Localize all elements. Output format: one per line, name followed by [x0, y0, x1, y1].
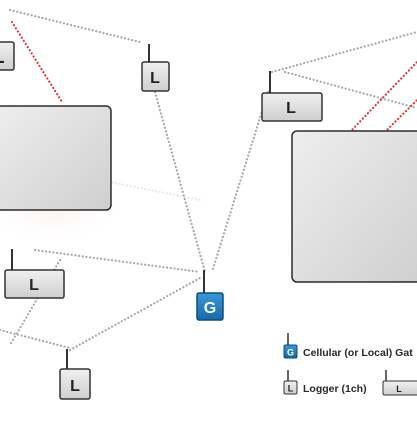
link-logger-left-down	[8, 258, 62, 347]
logger-device-icon	[141, 61, 170, 92]
legend-logger-label: Logger (1ch)	[303, 383, 367, 395]
logger-device-upper-right: L	[261, 71, 323, 122]
gateway-device-icon	[283, 344, 298, 359]
logger-letter: L	[70, 378, 80, 395]
logger-device-icon	[4, 269, 65, 299]
link-logger-top-gateway	[153, 90, 207, 274]
logger-device-icon	[382, 380, 417, 396]
blocked-link-left	[10, 20, 64, 104]
legend-gateway-label: Cellular (or Local) Gat	[303, 347, 413, 359]
logger-device-icon	[261, 92, 323, 122]
link-logger-upright-edge-2	[283, 70, 417, 110]
logger-device-top: L	[141, 44, 170, 92]
gateway-letter: G	[204, 300, 216, 317]
logger-device-icon	[0, 41, 15, 71]
building-right	[291, 130, 417, 283]
legend: G Cellular (or Local) Gat L Logger (1ch)…	[283, 333, 417, 396]
logger-letter: L	[29, 277, 39, 294]
legend-item-logger-wide: L	[382, 370, 417, 396]
gateway-device-icon	[196, 292, 224, 321]
logger-device-icon	[283, 380, 298, 395]
legend-item-gateway: G Cellular (or Local) Gat	[283, 333, 413, 359]
logger-letter: L	[150, 70, 160, 87]
logger-device-top-left: L	[0, 41, 15, 71]
link-logger-upright-edge	[270, 30, 417, 74]
legend-logger-letter: L	[288, 384, 294, 394]
logger-device-icon	[59, 368, 91, 400]
building-left	[0, 105, 112, 211]
blocked-link-right	[348, 60, 417, 134]
link-logger-tl-logger-top	[8, 8, 142, 44]
blocked-links	[10, 20, 417, 134]
legend-item-logger: L Logger (1ch)	[283, 370, 367, 395]
link-logger-bottom-gateway	[68, 276, 202, 352]
logger-device-left: L	[4, 249, 65, 299]
logger-letter: L	[0, 47, 5, 67]
logger-letter: L	[286, 100, 296, 117]
link-logger-upright-gateway	[210, 90, 270, 274]
link-edge-logger-bottom	[0, 328, 72, 350]
legend-gateway-letter: G	[287, 348, 294, 358]
logger-device-bottom: L	[59, 349, 91, 400]
blocked-link-right-2	[383, 98, 417, 134]
legend-logger-wide-letter: L	[396, 384, 402, 394]
gateway-device: G	[196, 270, 224, 321]
